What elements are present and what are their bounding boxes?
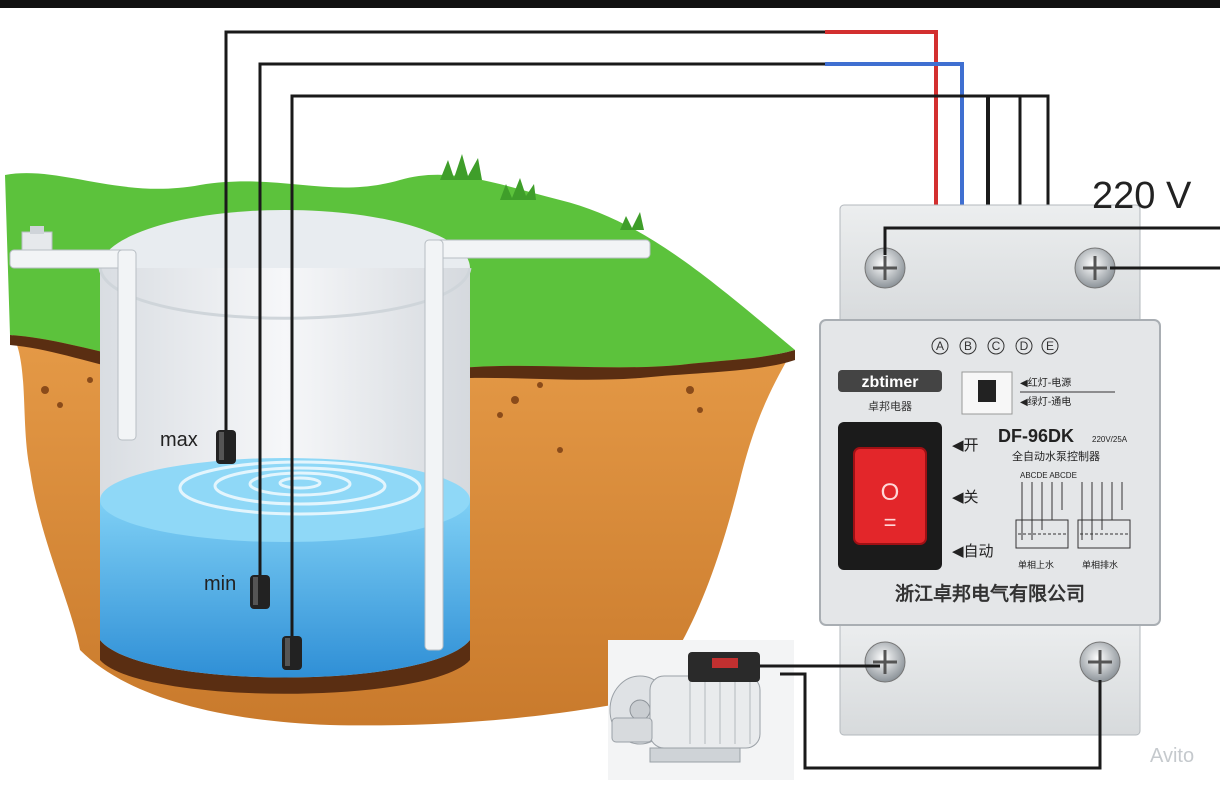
water-body [100, 500, 470, 678]
switch-glyph-on: O [881, 479, 900, 506]
brand-cn: 卓邦电器 [868, 400, 912, 413]
switch-on-label: ◀开 [952, 436, 979, 454]
probe-common [282, 636, 302, 670]
pump-fins [689, 680, 751, 744]
brand-badge [838, 370, 942, 392]
well-bottom-rim [100, 640, 470, 694]
switch-auto-label: ◀自动 [952, 542, 994, 560]
controller-device: A B C D E zbtimer 卓邦电器 ◀红灯-电源 ◀绿灯-通电 DF-… [819, 204, 1161, 736]
probe-max [216, 430, 236, 464]
mode-supply: 单相上水 [1018, 559, 1054, 571]
soil-pebbles [41, 377, 703, 453]
pump-photo [608, 640, 794, 780]
terminal-letters: A B C D E [931, 337, 1059, 355]
probe-max-label: max [160, 429, 198, 451]
top-border [0, 0, 1220, 8]
outlet-pipe [424, 239, 651, 651]
switch-glyph-off: = [884, 510, 897, 535]
terminal-a: A [936, 339, 944, 353]
water-ripples [178, 460, 422, 516]
terminal-e: E [1046, 339, 1054, 353]
indicator-green-label: ◀绿灯-通电 [1020, 395, 1071, 408]
grass-tufts [440, 154, 644, 230]
voltage-label: 220 V [1092, 175, 1192, 217]
screw-bottom-right [1079, 641, 1121, 683]
probe-min [250, 575, 270, 609]
rocker-switch[interactable]: O = [853, 447, 927, 545]
well-illustration [5, 154, 795, 726]
power-wires [883, 226, 1220, 270]
manufacturer-label: 浙江卓邦电气有限公司 [895, 582, 1085, 605]
terminal-row-label: ABCDE ABCDE [1020, 471, 1077, 480]
water-surface [100, 458, 470, 542]
mode-drain: 单相排水 [1082, 559, 1118, 571]
model-rating: 220V/25A [1092, 435, 1128, 444]
screw-top-right [1074, 247, 1116, 289]
model-number: DF-96DK [998, 426, 1074, 446]
indicator-red-label: ◀红灯-电源 [1020, 376, 1071, 389]
pump-wires [760, 664, 1102, 770]
switch-off-label: ◀关 [952, 488, 979, 506]
pump-switch [712, 658, 738, 668]
faucet-pipe [9, 226, 137, 441]
indicator-led [978, 380, 996, 402]
terminal-d: D [1020, 339, 1029, 353]
brand-logo: zbtimer [862, 374, 919, 391]
watermark: Avito [1150, 745, 1194, 767]
terminal-b: B [964, 339, 972, 353]
product-name: 全自动水泵控制器 [1012, 449, 1100, 463]
probe-min-label: min [204, 573, 236, 595]
screw-bottom-left [864, 641, 906, 683]
mini-schematic [1015, 482, 1131, 549]
terminal-c: C [992, 339, 1001, 353]
screw-top-left [864, 247, 906, 289]
